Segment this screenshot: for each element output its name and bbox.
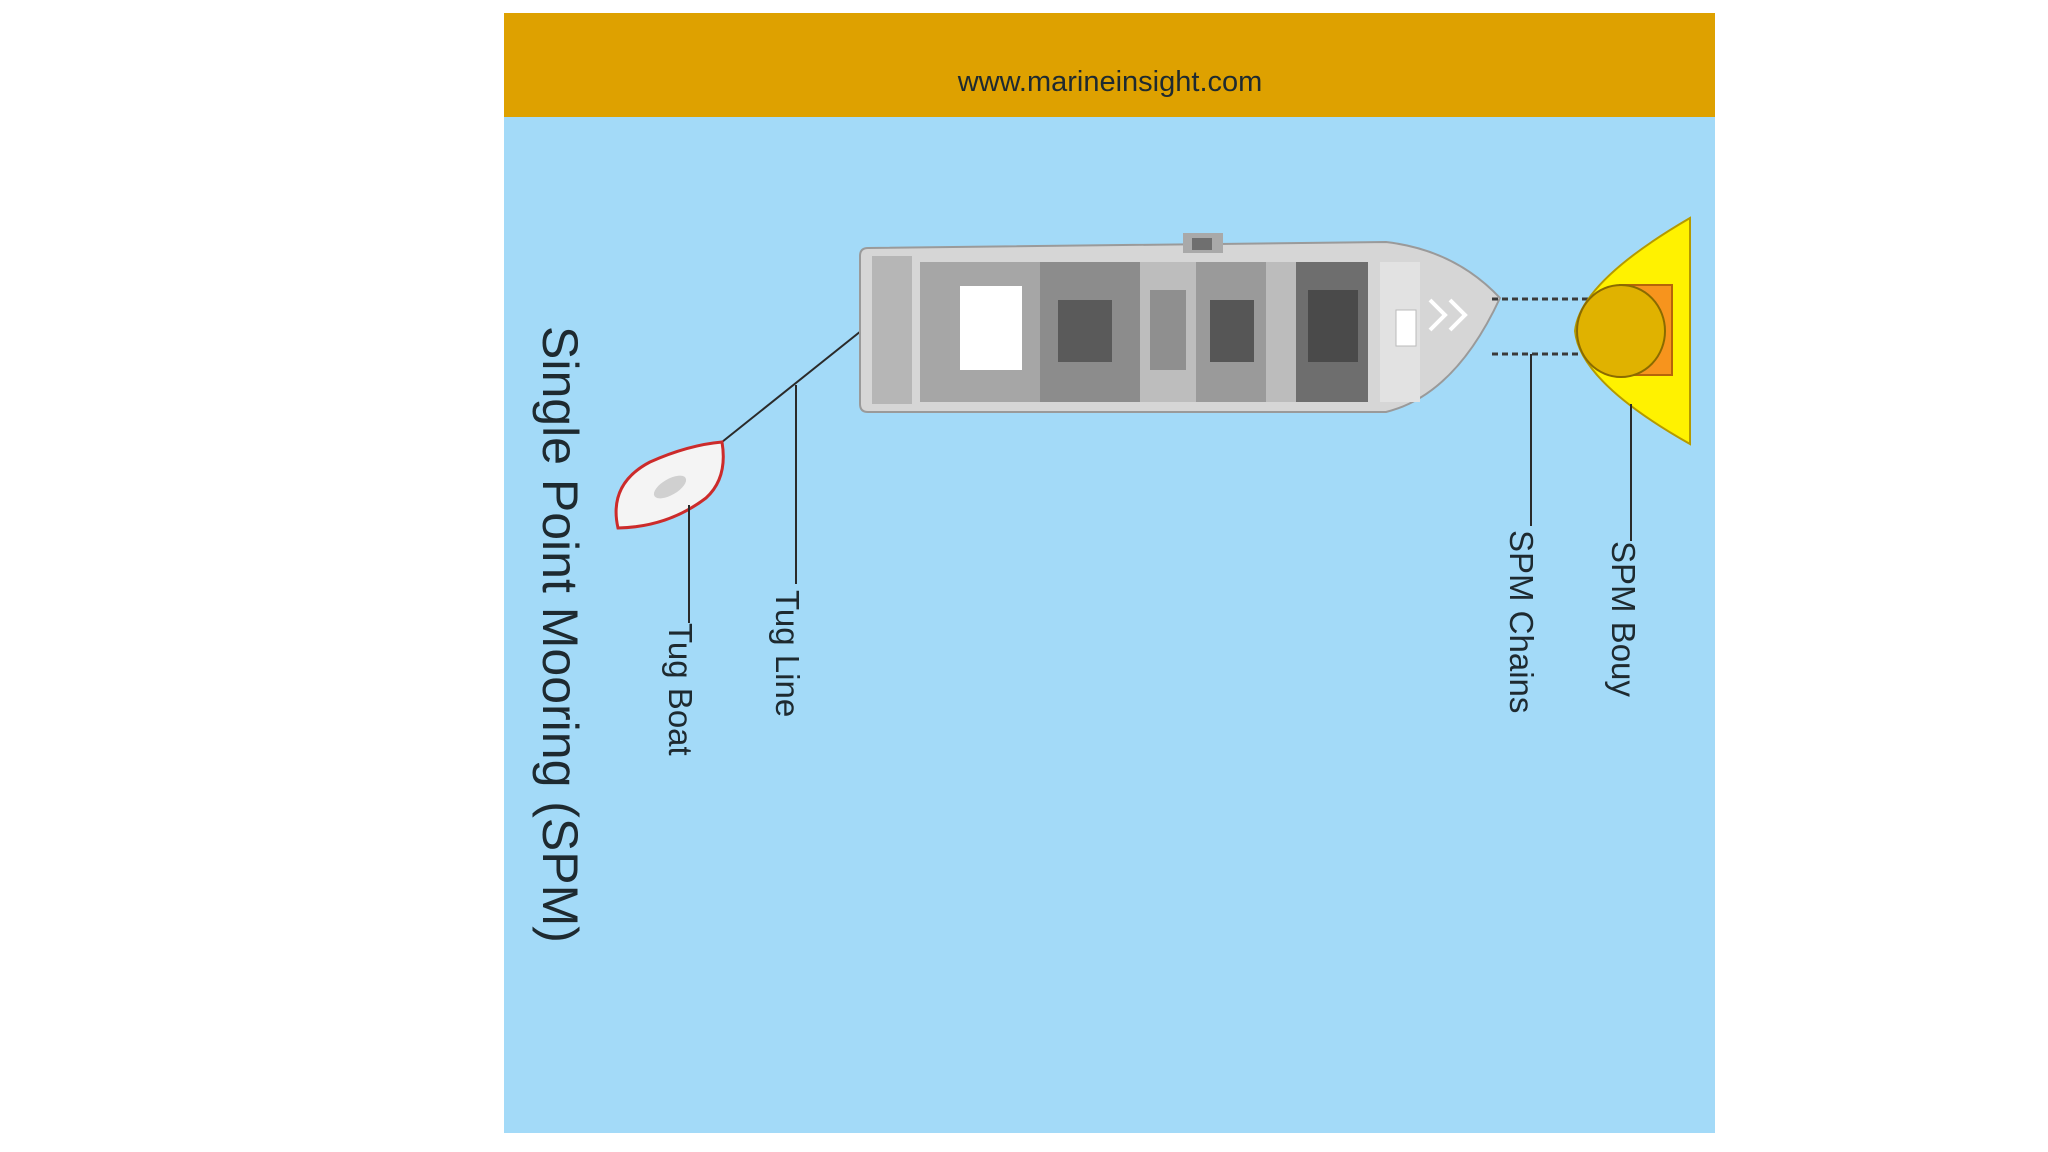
website-url: www.marineinsight.com <box>957 66 1263 98</box>
header-band <box>504 13 1715 117</box>
tug-line <box>721 326 867 443</box>
tug-line-label: Tug Line <box>769 590 806 717</box>
spm-bouy-label: SPM Bouy <box>1605 541 1642 697</box>
diagram-title: Single Point Mooring (SPM) <box>532 326 588 943</box>
buoy-icon <box>1573 216 1691 446</box>
spm-chains <box>1492 297 1588 356</box>
ship-icon <box>859 233 1502 413</box>
tug-boat-label: Tug Boat <box>662 623 699 756</box>
spm-chains-label: SPM Chains <box>1503 530 1540 713</box>
sea-background <box>504 13 1715 1133</box>
tug-boat-icon <box>614 440 725 530</box>
